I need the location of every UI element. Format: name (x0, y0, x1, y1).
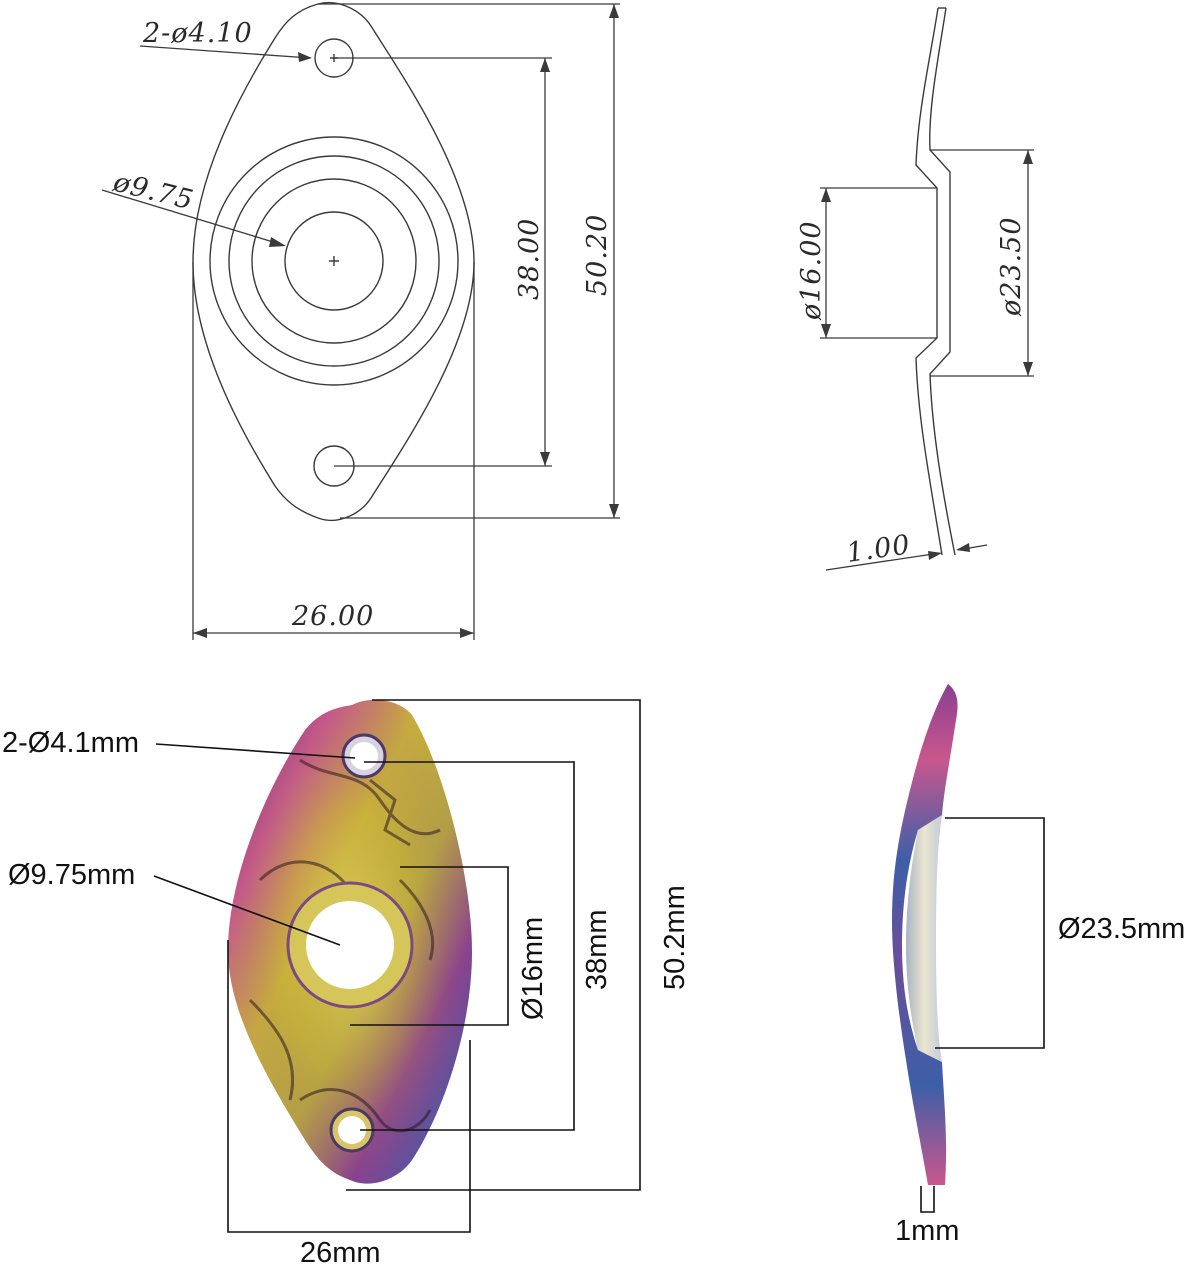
mount-hole-label: 2-ø4.10 (142, 18, 253, 49)
photo-width-label: 26mm (300, 1237, 381, 1268)
photo-lower-hole (338, 1116, 366, 1144)
outer-arrow-bottom (1023, 362, 1033, 376)
mount-hole-arrow (298, 52, 312, 62)
width-arrow-left (193, 628, 207, 638)
photo-inner-box (350, 866, 509, 1026)
thickness-leader (825, 552, 941, 571)
plate-outline (192, 2, 475, 522)
inner-arrow-bottom (821, 324, 831, 338)
photo-inner-label: Ø16mm (517, 917, 549, 1020)
thickness-arrow-right (956, 543, 970, 552)
recess-inner-ring (251, 178, 417, 344)
photo-side-body (892, 684, 958, 1185)
side-profile-inner (929, 7, 956, 556)
length-arrow-bottom (609, 504, 619, 518)
thickness-arrow-left (928, 551, 942, 560)
photo-spacing-box (360, 761, 575, 1131)
inner-recess-label: ø16.00 (796, 220, 827, 321)
photo-center-label: Ø9.75mm (8, 859, 135, 891)
thickness-label: 1.00 (845, 529, 913, 569)
photo-outer-label: Ø23.5mm (1058, 913, 1185, 945)
width-arrow-right (460, 628, 474, 638)
photo-mount-leader (155, 743, 356, 759)
center-hole-arrow (269, 237, 286, 247)
center-hole (284, 211, 384, 311)
photo-center-leader (153, 875, 341, 946)
photo-length-box (346, 699, 641, 1191)
recess-mid-ring (228, 155, 440, 367)
photo-width-box (227, 940, 471, 1233)
recess-outer-ring (209, 136, 459, 386)
inner-arrow-top (821, 188, 831, 202)
spacing-arrow-bottom (540, 452, 550, 466)
photo-length-label: 50.2mm (659, 885, 691, 990)
length-label: 50.20 (582, 214, 613, 296)
photo-thickness-label: 1mm (895, 1215, 959, 1247)
side-photo: Ø23.5mm 1mm (892, 684, 1185, 1247)
front-photo: 2-Ø4.1mm Ø9.75mm Ø16mm 38mm 50.2mm 26mm (2, 699, 691, 1268)
center-hole-label: ø9.75 (109, 166, 196, 216)
side-profile-outer (915, 7, 943, 556)
photo-thickness-box (920, 1186, 935, 1213)
photo-center-hole (306, 901, 394, 989)
front-view-drawing: 2-ø4.10 ø9.75 38.00 50.20 26.00 (101, 2, 620, 640)
photo-mount-label: 2-Ø4.1mm (2, 727, 139, 759)
engraved-pattern (248, 758, 441, 1133)
spacing-label: 38.00 (514, 218, 545, 300)
length-arrow-top (609, 4, 619, 18)
photo-side-recess (906, 815, 942, 1062)
spacing-arrow-top (540, 58, 550, 72)
side-view-drawing: ø23.50 ø16.00 1.00 (796, 7, 1034, 571)
center-mark (329, 256, 339, 266)
outer-arrow-top (1023, 150, 1033, 164)
mount-hole-leader (139, 45, 311, 59)
photo-spacing-label: 38mm (581, 909, 613, 990)
width-label: 26.00 (291, 601, 374, 632)
photo-outer-box (935, 817, 1045, 1049)
outer-recess-label: ø23.50 (996, 216, 1027, 317)
photo-upper-hole (350, 742, 378, 770)
center-hole-leader (101, 189, 284, 246)
